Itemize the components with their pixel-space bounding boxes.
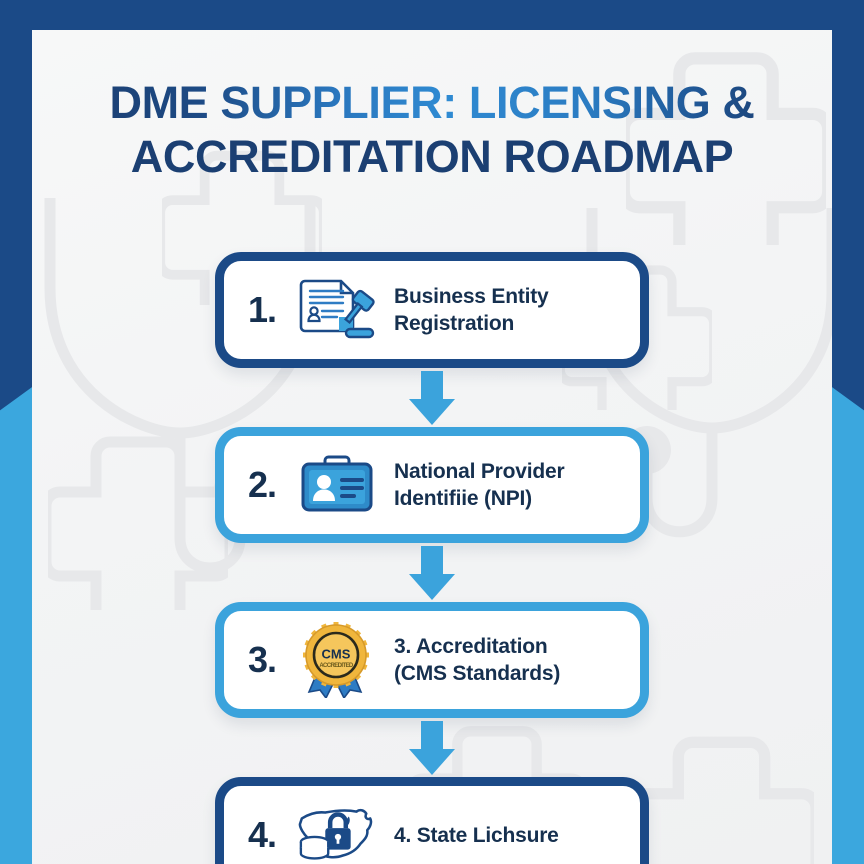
step-number-3: 3.	[248, 639, 277, 680]
step-label-3-line-2: (CMS Standards)	[394, 662, 561, 685]
page-title: DME SUPPLIER: LICENSING & ACCREDITATION …	[32, 76, 832, 184]
cms-accredited-badge-icon: CMS ACCREDITED	[296, 622, 378, 698]
step-card-national-provider-identifier[interactable]: 2.	[215, 427, 649, 543]
step-number-4: 4.	[248, 814, 277, 855]
step-label-1-line-2: Registration	[394, 312, 515, 335]
svg-text:ACCREDITED: ACCREDITED	[319, 663, 354, 669]
step-wrapper-4: 4.	[32, 777, 832, 864]
title-line-2: ACCREDITATION ROADMAP	[130, 131, 734, 182]
title-line-1: DME SUPPLIER: LICENSING &	[78, 76, 786, 130]
step-card-accreditation-cms-standards[interactable]: 3.	[215, 602, 649, 718]
step-label-2-line-2: Identifiie (NPI)	[394, 487, 532, 510]
step-card-business-entity-registration[interactable]: 1.	[215, 252, 649, 368]
arrow-3-to-4-icon	[409, 721, 455, 775]
svg-text:CMS: CMS	[322, 646, 351, 661]
step-label-3-line-1: 3. Accreditation	[394, 635, 548, 658]
step-label-3: 3. Accreditation (CMS Standards)	[378, 633, 620, 687]
poster-canvas: DME SUPPLIER: LICENSING & ACCREDITATION …	[32, 30, 832, 864]
step-number-2: 2.	[248, 464, 277, 505]
step-wrapper-1: 1.	[32, 252, 832, 427]
step-label-2-line-1: National Provider	[394, 460, 565, 483]
step-label-1: Business Entity Registration	[378, 283, 620, 337]
step-wrapper-3: 3.	[32, 602, 832, 777]
arrow-2-to-3-icon	[409, 546, 455, 600]
id-badge-icon	[296, 447, 378, 523]
step-wrapper-2: 2.	[32, 427, 832, 602]
step-label-2: National Provider Identifiie (NPI)	[378, 458, 620, 512]
document-gavel-icon	[296, 272, 378, 348]
step-number-1: 1.	[248, 289, 277, 330]
step-label-1-line-1: Business Entity	[394, 285, 549, 308]
step-label-4: 4. State Lichsure	[378, 822, 620, 849]
step-label-4-line-1: 4. State Lichsure	[394, 823, 559, 847]
step-card-state-licensure[interactable]: 4.	[215, 777, 649, 864]
arrow-1-to-2-icon	[409, 371, 455, 425]
roadmap-steps: 1.	[32, 252, 832, 864]
us-map-lock-coins-icon	[296, 797, 378, 864]
